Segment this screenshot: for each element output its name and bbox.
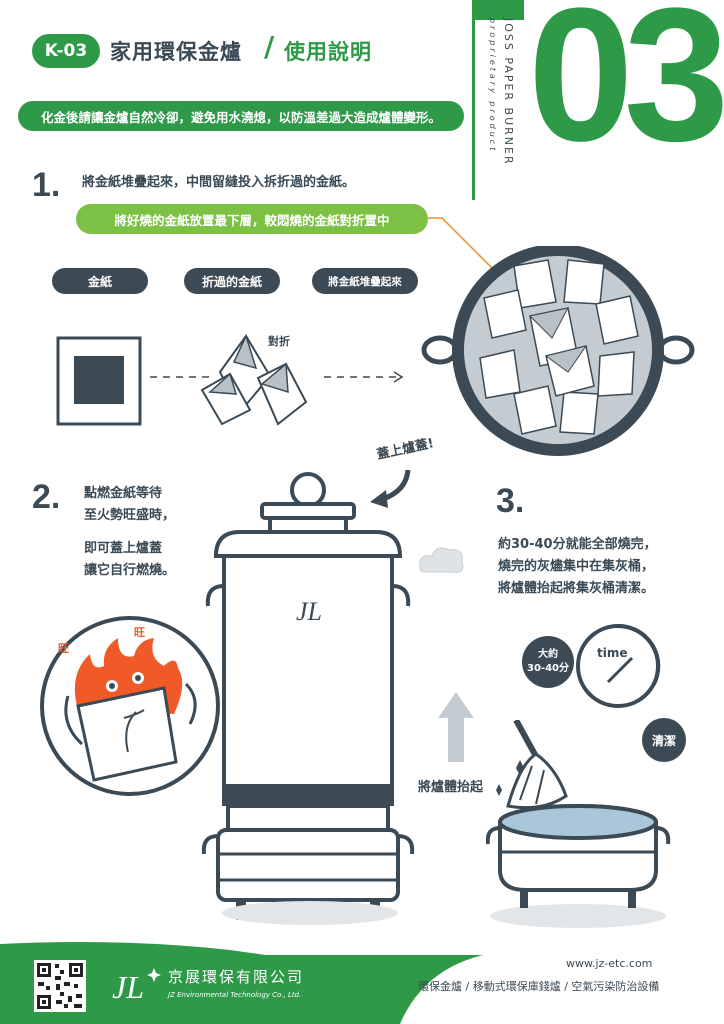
step2-line-3: 即可蓋上爐蓋 [84,541,163,556]
clock-icon [576,623,661,708]
vertical-subtitle: proprietary product [488,18,497,154]
cover-lid-label: 蓋上爐蓋! [375,436,436,463]
time-label: time [597,646,628,660]
fire-label-left: 旺 [58,642,69,655]
dashed-arrow-connector [324,371,404,383]
header-accent-tab [472,0,524,20]
company-logo-icon: JL [112,968,161,1005]
step3-line-2: 燒完的灰燼集中在集灰桶， [498,559,655,574]
fire-label-right: 旺 [134,626,145,639]
smoke-icon [419,547,464,573]
step2-line-4: 讓它自行燃燒。 [84,563,176,578]
dashed-connector-1 [150,376,210,378]
step3-number: 3. [496,482,525,520]
tag-folded-paper: 折過的金紙 [184,268,280,294]
page-title: 家用環保金爐 [110,40,242,64]
tag-joss-paper: 金紙 [52,268,148,294]
company-name: 京展環保有限公司 [168,968,305,986]
footer-white-panel [400,950,724,1024]
step1-number: 1. [32,166,61,204]
product-code-badge: K-03 [32,34,100,68]
step1-hint: 將好燒的金紙放置最下層，較悶燒的金紙對折置中 [76,204,428,234]
company-name-en: JZ Environmental Technology Co., Ltd. [168,991,302,999]
step2-line-1: 點燃金紙等待 [84,486,163,501]
big-step-number: 03 [528,0,724,181]
vertical-product-label: JOSS PAPER BURNER proprietary product [488,18,522,198]
qr-code-icon[interactable] [34,960,86,1012]
lift-up-arrow-icon [438,692,474,762]
tag-stack-paper: 將金紙堆疊起來 [312,268,418,294]
burner-top-view-illustration [421,246,695,456]
step2-line-2: 至火勢旺盛時， [84,508,176,523]
svg-text:JL: JL [296,597,322,626]
step3-line-3: 將爐體抬起將集灰桶清潔。 [498,581,655,596]
burner-side-illustration: JL [201,472,415,920]
header-accent-line [472,0,475,200]
svg-text:JL: JL [112,969,144,1005]
step2-number: 2. [32,478,61,516]
folded-paper-icon [200,333,308,426]
title-divider: / [264,30,275,63]
step1-text: 將金紙堆疊起來，中間留縫投入拆折過的金紙。 [82,175,356,190]
burner-shadow [222,901,398,925]
website-link[interactable]: www.jz-etc.com [566,957,653,970]
joss-paper-icon [56,336,142,426]
lift-label: 將爐體抬起 [418,780,484,795]
fold-label: 對折 [268,335,290,348]
step3-line-1: 約30-40分就能全部燒完， [498,537,657,552]
cooling-notice: 化金後請讓金爐自然冷卻，避免用水澆熄，以防溫差過大造成爐體變形。 [18,101,464,131]
clean-badge: 清潔 [642,718,686,762]
product-lines: 環保金爐 / 移動式環保庫錢爐 / 空氣污染防治設備 [418,980,660,993]
ash-bucket-illustration [486,720,671,928]
hint-leader-line [428,217,503,279]
cover-arrow-icon [370,469,411,508]
vertical-title: JOSS PAPER BURNER [502,18,515,166]
burning-paper-illustration [40,616,220,796]
page-subtitle: 使用說明 [284,40,372,64]
duration-badge: 大約 30-40分 [522,636,574,688]
